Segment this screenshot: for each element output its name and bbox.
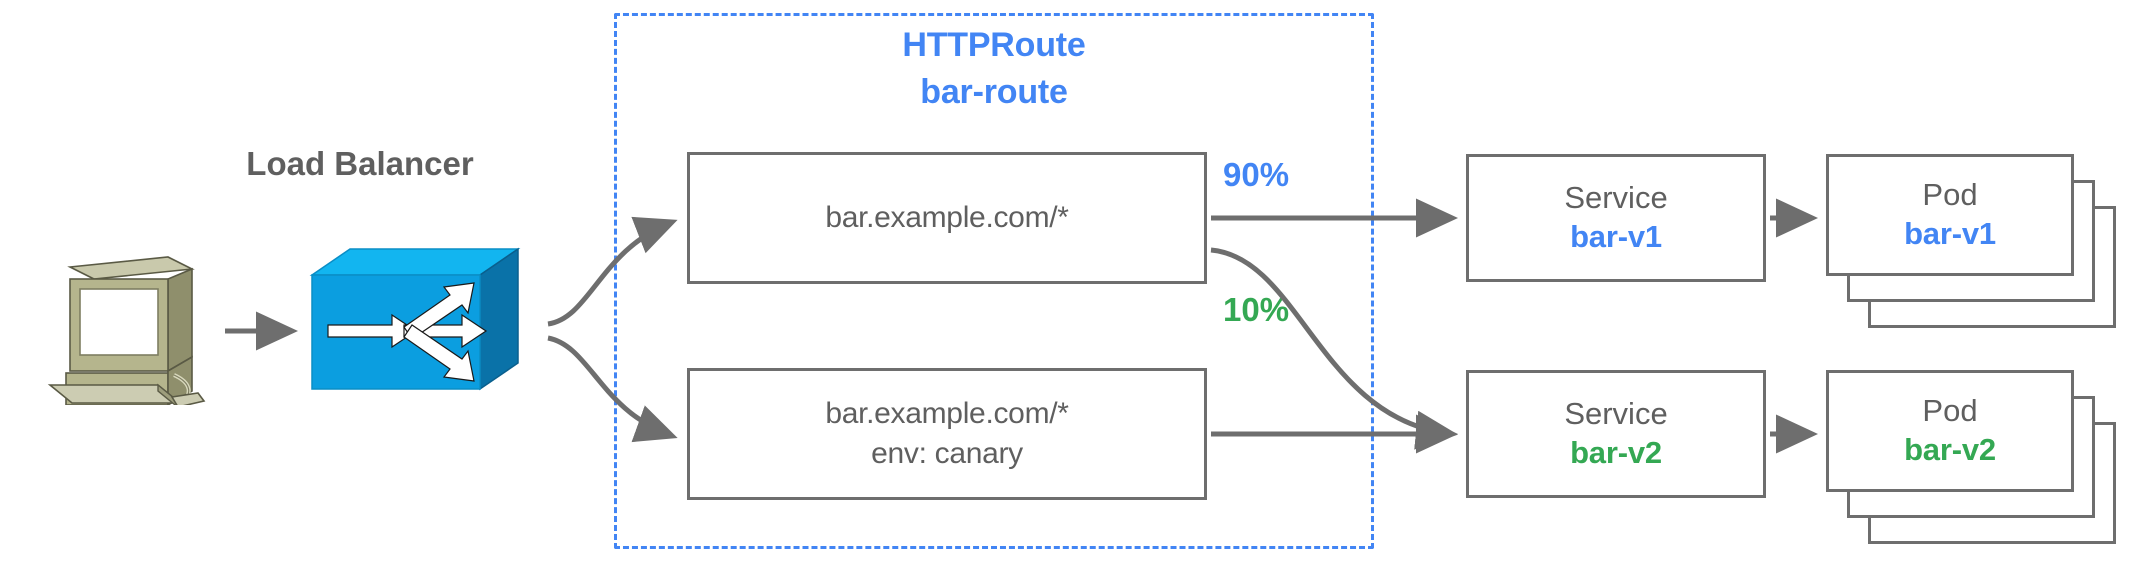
route-rule-box-canary[interactable]: bar.example.com/* env: canary (687, 368, 1207, 500)
httproute-kind: HTTPRoute (902, 26, 1086, 64)
pod-name-label: bar-v2 (1904, 432, 1996, 467)
service-box-bar-v1[interactable]: Service bar-v1 (1466, 154, 1766, 282)
weight-label-90: 90% (1223, 156, 1290, 193)
httproute-title: HTTPRoute bar-route (614, 22, 1374, 116)
route-rule-box-primary[interactable]: bar.example.com/* (687, 152, 1207, 284)
load-balancer-label: Load Balancer (246, 145, 474, 182)
service-name-label: bar-v1 (1570, 219, 1662, 254)
pod-stack-bar-v1[interactable]: Pod bar-v1 (1826, 154, 2126, 334)
pod-name-label: bar-v1 (1904, 216, 1996, 251)
service-kind-label: Service (1564, 396, 1668, 431)
route-rule-match: bar.example.com/* (825, 201, 1069, 234)
pod-box-bar-v2[interactable]: Pod bar-v2 (1826, 370, 2074, 492)
weight-label-10: 10% (1223, 291, 1290, 328)
route-rule-match: bar.example.com/* (825, 397, 1069, 430)
pod-kind-label: Pod (1922, 393, 1978, 428)
pod-box-bar-v1[interactable]: Pod bar-v1 (1826, 154, 2074, 276)
service-box-bar-v2[interactable]: Service bar-v2 (1466, 370, 1766, 498)
pod-stack-bar-v2[interactable]: Pod bar-v2 (1826, 370, 2126, 550)
service-name-label: bar-v2 (1570, 435, 1662, 470)
service-kind-label: Service (1564, 180, 1668, 215)
desktop-computer-icon (40, 245, 220, 411)
network-switch-icon (300, 245, 540, 405)
httproute-name: bar-route (920, 73, 1068, 111)
pod-kind-label: Pod (1922, 177, 1978, 212)
route-rule-header: env: canary (871, 437, 1023, 470)
